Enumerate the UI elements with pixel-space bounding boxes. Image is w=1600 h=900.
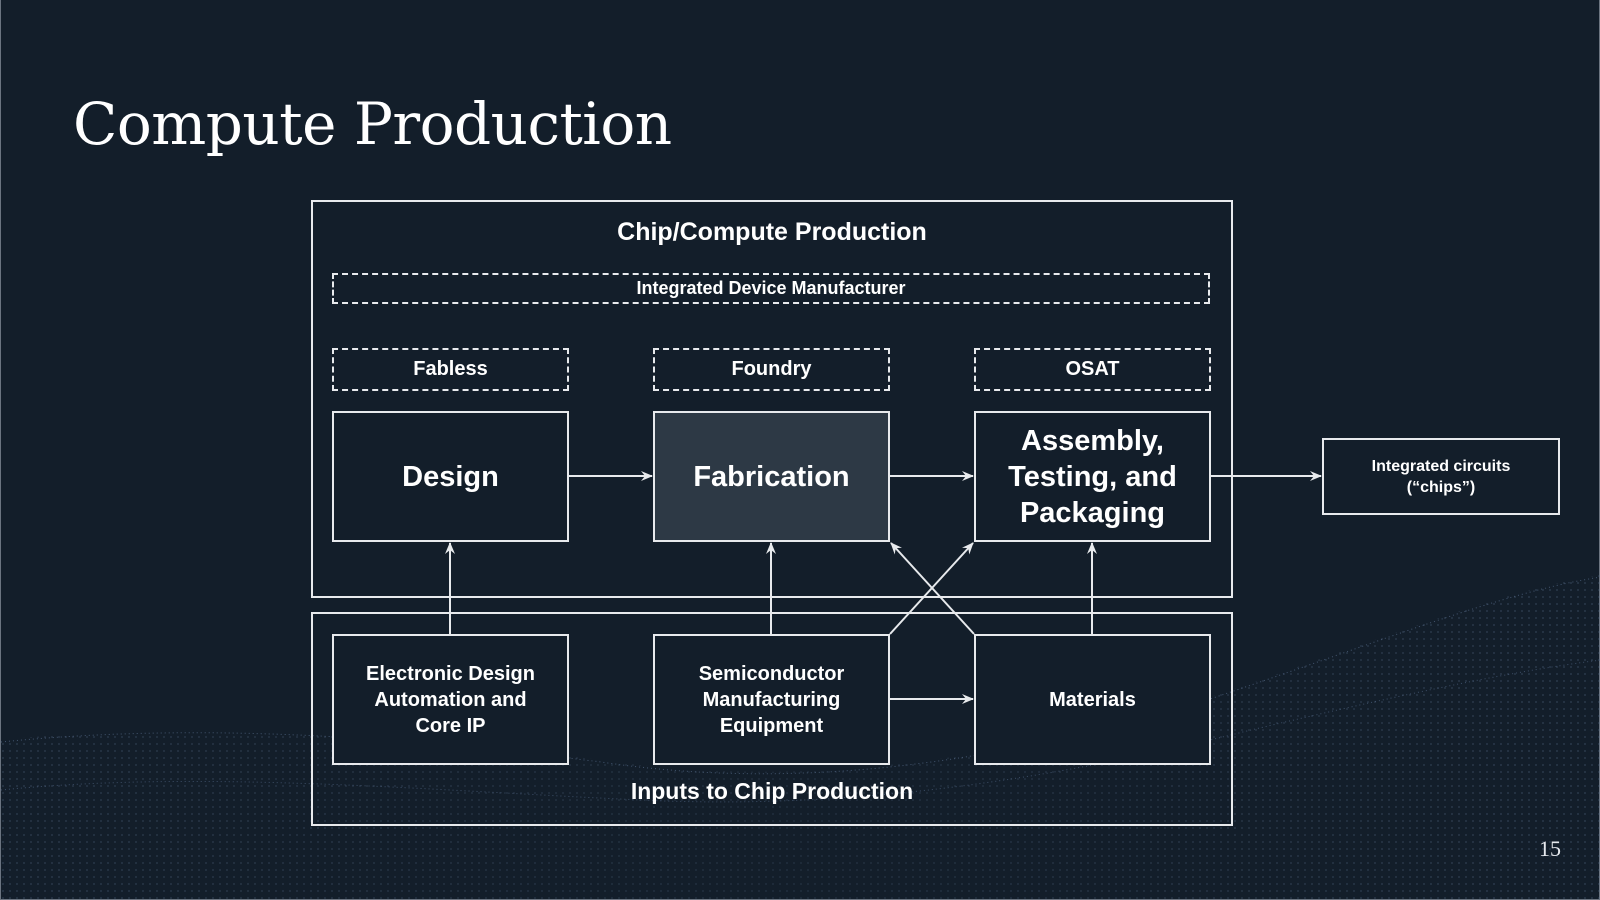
foundry-label: Foundry bbox=[731, 358, 812, 380]
eda-input: Electronic Design Automation and Core IP bbox=[332, 634, 569, 765]
idm-label: Integrated Device Manufacturer bbox=[636, 278, 906, 298]
osat-label-box: OSAT bbox=[974, 348, 1211, 391]
materials-input: Materials bbox=[974, 634, 1211, 765]
slide-title: Compute Production bbox=[73, 90, 672, 158]
idm-label-box: Integrated Device Manufacturer bbox=[332, 273, 1210, 304]
chip-production-container: Chip/Compute Production bbox=[311, 200, 1233, 598]
osat-label: OSAT bbox=[1065, 358, 1120, 380]
integrated-circuits-output: Integrated circuits (“chips”) bbox=[1322, 438, 1560, 515]
integrated-circuits-label: Integrated circuits (“chips”) bbox=[1371, 457, 1511, 496]
design-stage: Design bbox=[332, 411, 569, 542]
sme-input: Semiconductor Manufacturing Equipment bbox=[653, 634, 890, 765]
atp-label: Assembly, Testing, and Packaging bbox=[1008, 424, 1177, 529]
atp-stage: Assembly, Testing, and Packaging bbox=[974, 411, 1211, 542]
fabless-label-box: Fabless bbox=[332, 348, 569, 391]
eda-label: Electronic Design Automation and Core IP bbox=[366, 662, 535, 737]
design-label: Design bbox=[402, 460, 499, 493]
inputs-container: Inputs to Chip Production bbox=[311, 612, 1233, 826]
page-number: 15 bbox=[1539, 836, 1561, 861]
fabrication-label: Fabrication bbox=[693, 460, 850, 493]
fabrication-stage: Fabrication bbox=[653, 411, 890, 542]
inputs-label: Inputs to Chip Production bbox=[630, 778, 914, 804]
chip-production-label: Chip/Compute Production bbox=[617, 218, 927, 246]
materials-label: Materials bbox=[1049, 688, 1136, 711]
fabless-label: Fabless bbox=[413, 358, 488, 380]
foundry-label-box: Foundry bbox=[653, 348, 890, 391]
sme-label: Semiconductor Manufacturing Equipment bbox=[698, 662, 845, 737]
